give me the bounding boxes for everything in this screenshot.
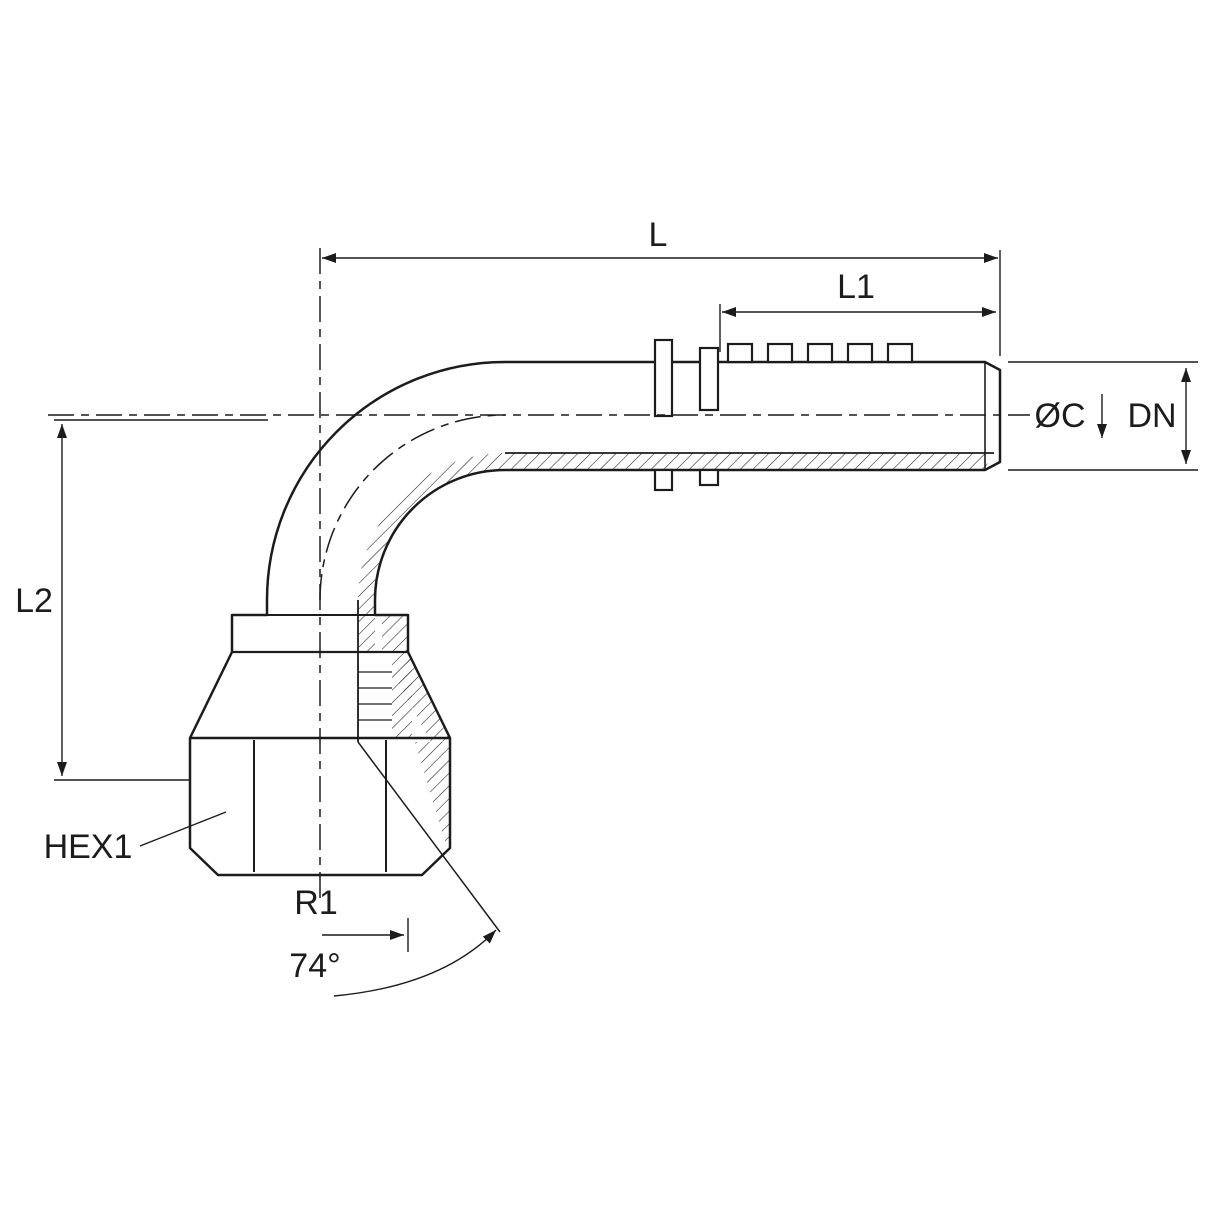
- label-diameter-C: ØC: [1035, 397, 1086, 435]
- centerline-arc: [319, 414, 506, 601]
- dimensions: [54, 250, 1198, 997]
- section-hatching: [358, 453, 992, 858]
- label-DN: DN: [1127, 397, 1176, 435]
- label-L2: L2: [15, 582, 53, 620]
- label-HEX1: HEX1: [44, 828, 133, 866]
- label-L: L: [649, 216, 668, 254]
- label-L1: L1: [837, 268, 875, 306]
- dimension-labels: L L1 L2 ØC DN HEX1 R1 74°: [15, 216, 1176, 985]
- centerlines: [48, 248, 1030, 898]
- label-74deg: 74°: [289, 947, 340, 985]
- label-R1: R1: [294, 884, 337, 922]
- hose-barbs: [653, 338, 914, 492]
- dimension-angle-arc: [333, 929, 497, 997]
- hex-leader-line: [139, 811, 227, 847]
- fitting-silhouette: [188, 360, 1002, 877]
